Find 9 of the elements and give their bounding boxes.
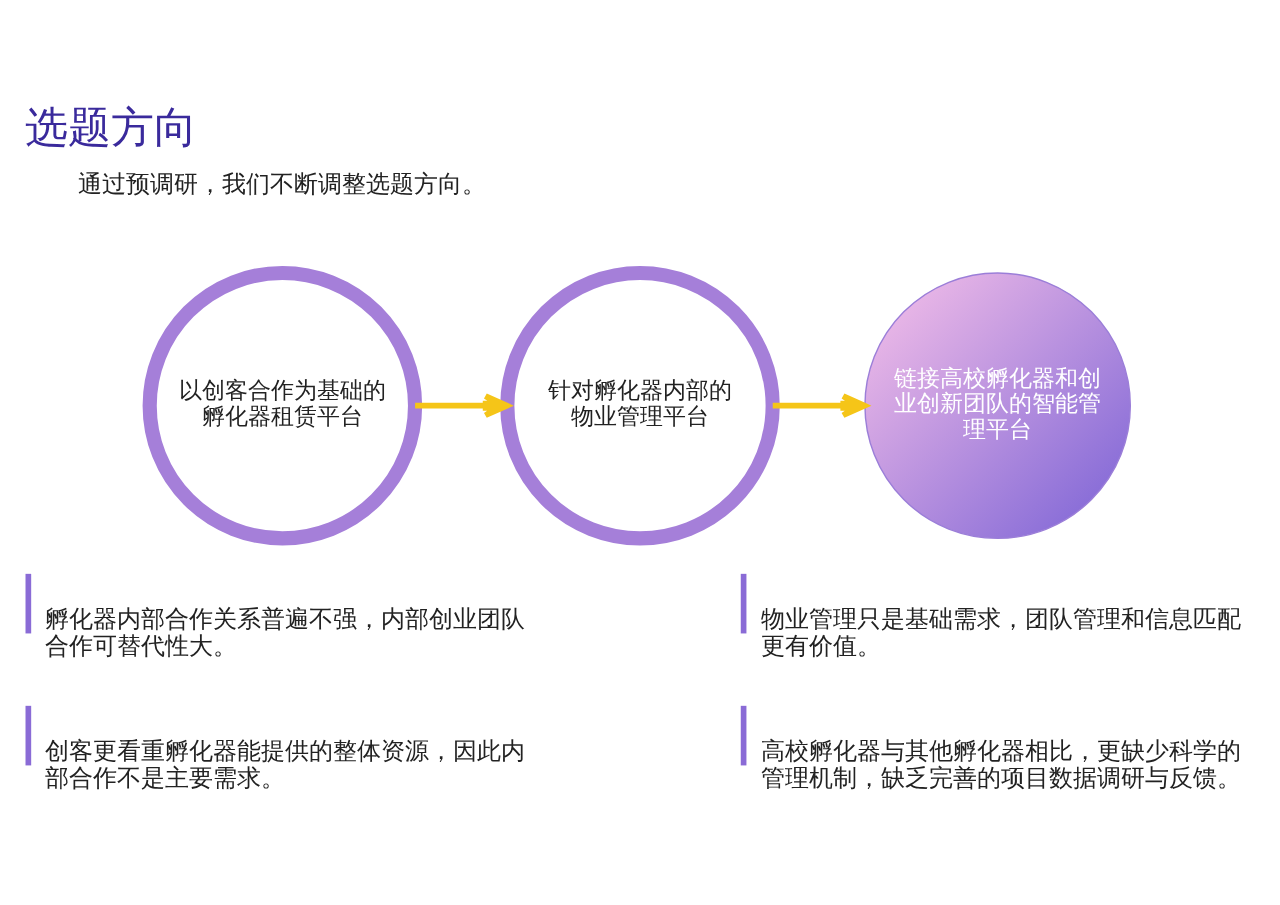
diagram-title: 选题方向: [25, 102, 198, 153]
label: 高校孵化器与其他孵化器相比，更缺少科学的管理机制，缺乏完善的项目数据调研与反馈。: [760, 737, 1241, 793]
label: 物业管理只是基础需求，团队管理和信息匹配更有价值。: [760, 605, 1241, 661]
label: 通过预调研，我们不断调整选题方向。: [78, 170, 487, 199]
label: 创客更看重孵化器能提供的整体资源，因此内部合作不是主要需求。: [45, 737, 526, 793]
label: 孵化器内部合作关系普遍不强，内部创业团队合作可替代性大。: [45, 605, 526, 661]
node-circle: 针对孵化器内部的 物业管理平台: [500, 265, 780, 546]
node-circle: 以创客合作为基础的孵化器租赁平台: [142, 265, 423, 546]
node-circle: 链接高校孵化器和创业创新团队的智能管理平台: [864, 272, 1132, 540]
